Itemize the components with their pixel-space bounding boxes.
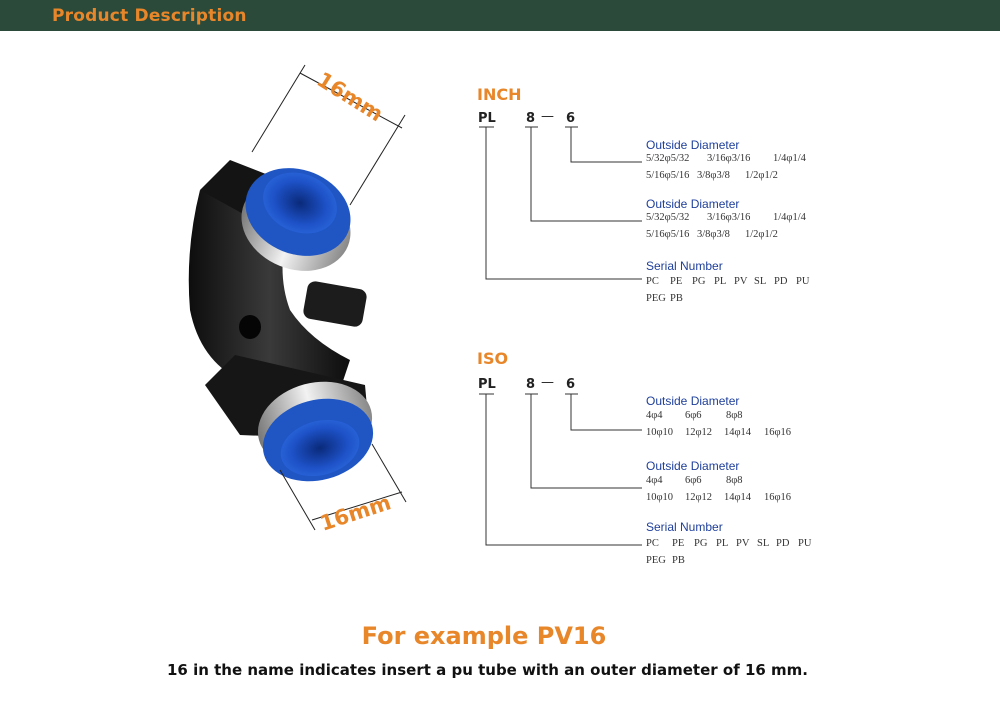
iso-serial-r2c2: PB xyxy=(672,555,685,566)
inch-serial-item: PG xyxy=(692,276,706,287)
inch-serial-item: SL xyxy=(754,276,767,287)
iso-outside1-r1c2: 6φ6 xyxy=(685,410,702,421)
inch-outside1-r1c2: 3/16φ3/16 xyxy=(707,153,751,164)
top-opening xyxy=(263,172,337,234)
dim-top-label: 16mm xyxy=(313,67,388,126)
inch-outside1-label: Outside Diameter xyxy=(646,138,740,152)
elbow-body xyxy=(188,190,350,390)
iso-outside1-r2c4: 16φ16 xyxy=(764,427,792,438)
inch-outside2-label: Outside Diameter xyxy=(646,197,740,211)
inch-serial-item: PU xyxy=(796,276,810,287)
bottom-opening xyxy=(280,419,360,477)
inch-outside1-r2c2: 3/8φ3/8 xyxy=(697,170,730,181)
inch-outside2-r2c3: 1/2φ1/2 xyxy=(745,229,778,240)
dim-top-line-a xyxy=(251,64,306,153)
inch-serial-item: PC xyxy=(646,276,659,287)
iso-outside1-r1c1: 4φ4 xyxy=(646,410,663,421)
dim-bottom-label: 16mm xyxy=(317,490,394,535)
iso-outside2-r1c1: 4φ4 xyxy=(646,475,663,486)
iso-outside2-r2c2: 12φ12 xyxy=(685,492,713,503)
dim-top-line-b xyxy=(349,114,406,206)
iso-outside1-r1c3: 8φ8 xyxy=(726,410,743,421)
inch-serial-item: PD xyxy=(774,276,788,287)
iso-outside2-r2c3: 14φ14 xyxy=(724,492,752,503)
iso-code-part1: PL xyxy=(478,377,496,392)
inch-serial-r2c1: PEG xyxy=(646,293,666,304)
dim-bottom-line-a xyxy=(279,469,316,531)
example-title: For example PV16 xyxy=(361,622,607,650)
dim-top-line-c xyxy=(299,72,403,129)
iso-serial-r2c1: PEG xyxy=(646,555,666,566)
iso-serial-item: SL xyxy=(757,538,770,549)
iso-outside2-r2c4: 16φ16 xyxy=(764,492,792,503)
iso-outside1-label: Outside Diameter xyxy=(646,394,740,408)
inch-serial-item: PL xyxy=(714,276,727,287)
inch-serial-item: PE xyxy=(670,276,683,287)
iso-outside1-r2c1: 10φ10 xyxy=(646,427,674,438)
elbow-fitting-illustration: 16mm 16mm xyxy=(188,64,407,536)
inch-outside2-r1c3: 1/4φ1/4 xyxy=(773,212,806,223)
header-bar: Product Description xyxy=(0,0,1000,31)
header-title: Product Description xyxy=(52,6,247,26)
inch-outside2-r2c2: 3/8φ3/8 xyxy=(697,229,730,240)
iso-outside2-r2c1: 10φ10 xyxy=(646,492,674,503)
inch-code-part2: 8 xyxy=(526,111,536,126)
iso-outside2-r1c3: 8φ8 xyxy=(726,475,743,486)
iso-title: ISO xyxy=(477,349,509,368)
inch-outside2-r1c1: 5/32φ5/32 xyxy=(646,212,690,223)
iso-serial-item: PC xyxy=(646,538,659,549)
iso-serial-item: PL xyxy=(716,538,729,549)
iso-outside2-label: Outside Diameter xyxy=(646,459,740,473)
iso-outside1-r2c3: 14φ14 xyxy=(724,427,752,438)
iso-code-part2: 8 xyxy=(526,377,536,392)
inch-outside1-r1c3: 1/4φ1/4 xyxy=(773,153,806,164)
iso-code-part3: 6 xyxy=(566,377,576,392)
dim-bottom-line-c xyxy=(311,491,403,521)
iso-outside1-r2c2: 12φ12 xyxy=(685,427,713,438)
inch-serial-label: Serial Number xyxy=(646,259,723,273)
iso-outside2-r1c2: 6φ6 xyxy=(685,475,702,486)
inch-outside1-r1c1: 5/32φ5/32 xyxy=(646,153,690,164)
iso-serial-item: PU xyxy=(798,538,812,549)
inch-code-part3: 6 xyxy=(566,111,576,126)
inch-outside1-r2c3: 1/2φ1/2 xyxy=(745,170,778,181)
inch-code-dash: — xyxy=(541,109,554,124)
iso-serial-item: PE xyxy=(672,538,685,549)
inch-outside2-r1c2: 3/16φ3/16 xyxy=(707,212,751,223)
side-port-hole xyxy=(239,315,261,339)
iso-serial-item: PV xyxy=(736,538,750,549)
iso-serial-label: Serial Number xyxy=(646,520,723,534)
iso-serial-item: PD xyxy=(776,538,790,549)
inch-outside1-r2c1: 5/16φ5/16 xyxy=(646,170,690,181)
inch-title: INCH xyxy=(477,85,522,104)
inch-code-part1: PL xyxy=(478,111,496,126)
example-caption: 16 in the name indicates insert a pu tub… xyxy=(166,661,808,679)
inch-serial-item: PV xyxy=(734,276,748,287)
iso-serial-item: PG xyxy=(694,538,708,549)
side-port xyxy=(303,281,367,327)
iso-code-dash: — xyxy=(541,375,554,390)
inch-serial-r2c2: PB xyxy=(670,293,683,304)
inch-outside2-r2c1: 5/16φ5/16 xyxy=(646,229,690,240)
